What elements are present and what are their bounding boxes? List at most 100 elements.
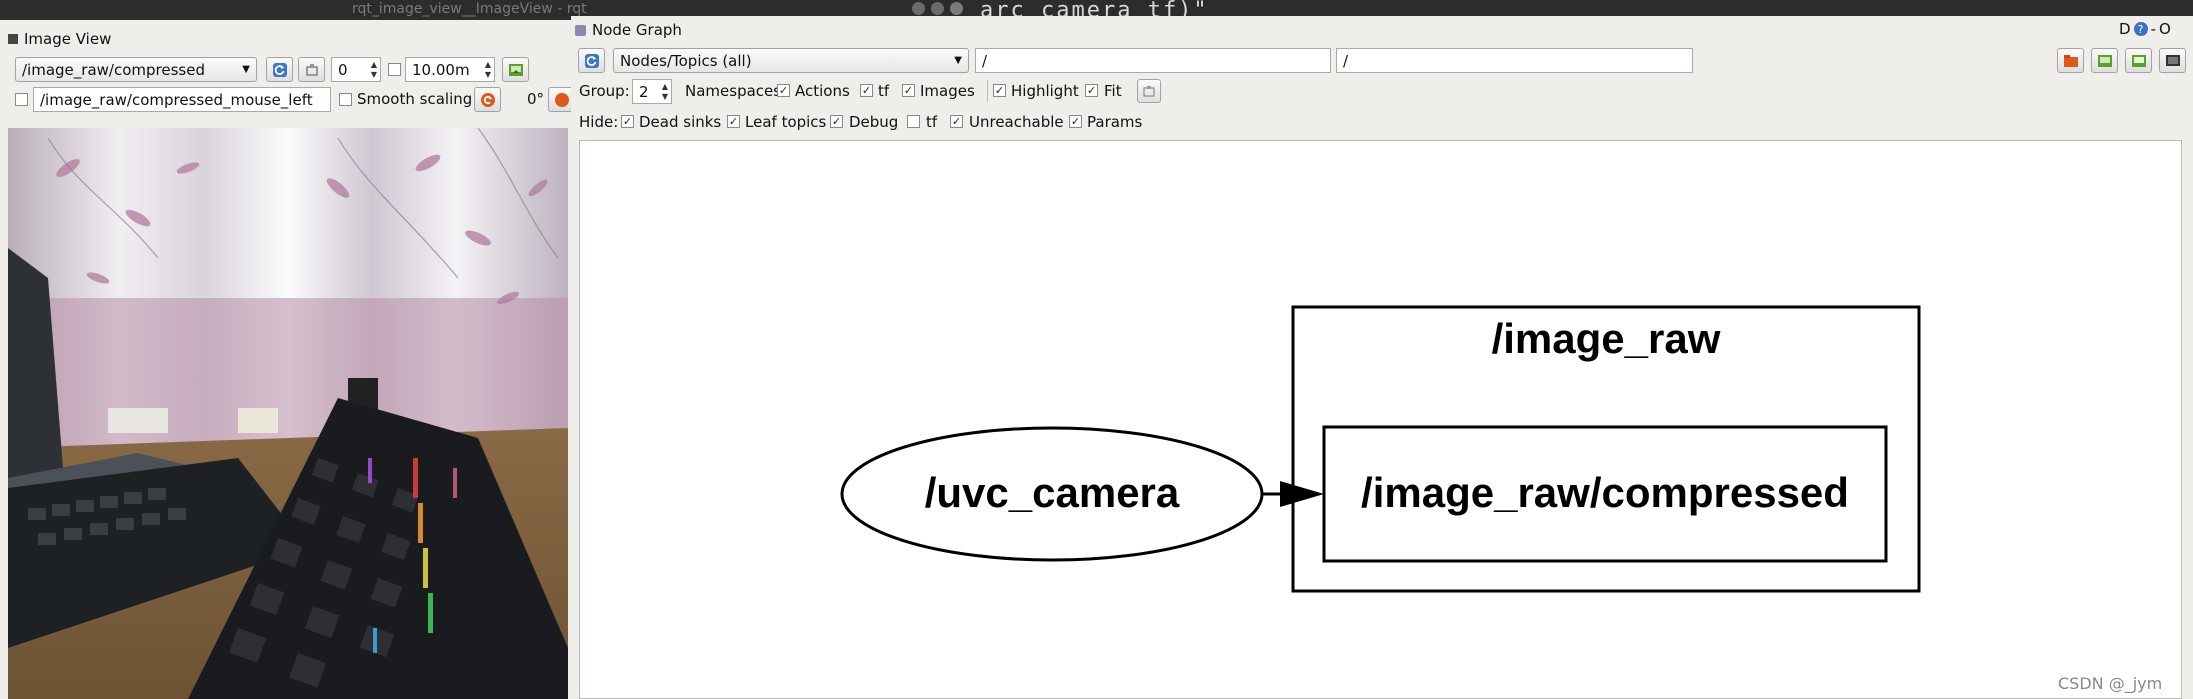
spin-arrows-icon[interactable]: ▲▼ bbox=[661, 81, 668, 101]
hide-tf-label: tf bbox=[926, 113, 938, 131]
refresh-topics-button[interactable] bbox=[266, 57, 293, 82]
node-graph-header: Node Graph bbox=[575, 21, 682, 39]
image-view-header: Image View bbox=[8, 30, 111, 48]
window-controls[interactable] bbox=[912, 2, 963, 15]
max-depth-checkbox[interactable] bbox=[388, 63, 401, 76]
actions-label: Actions bbox=[795, 82, 850, 100]
unreachable-label: Unreachable bbox=[969, 113, 1064, 131]
arrow-head-icon bbox=[1280, 481, 1324, 507]
rotation-label: 0° bbox=[527, 90, 545, 108]
actions-checkbox[interactable]: ✓ bbox=[777, 84, 790, 97]
help-icon[interactable]: ? bbox=[2133, 22, 2148, 36]
mouse-publish-checkbox[interactable] bbox=[15, 93, 28, 106]
zoom-button[interactable] bbox=[298, 57, 325, 82]
params-checkbox[interactable]: ✓ bbox=[1069, 115, 1082, 128]
uvc-camera-node-label: /uvc_camera bbox=[924, 469, 1180, 516]
topic-filter-value: / bbox=[1343, 51, 1349, 70]
node-graph-title: Node Graph bbox=[592, 21, 682, 39]
window-title: rqt_image_view__ImageView - rqt bbox=[352, 1, 587, 17]
load-dot-button[interactable] bbox=[2057, 48, 2084, 73]
group-label: Group: bbox=[579, 82, 630, 100]
dead-sinks-label: Dead sinks bbox=[639, 113, 722, 131]
spin-arrows-icon[interactable]: ▲▼ bbox=[370, 59, 377, 79]
save-dot-icon bbox=[2097, 54, 2112, 67]
highlight-checkbox[interactable]: ✓ bbox=[993, 84, 1006, 97]
zoom-icon bbox=[305, 63, 318, 76]
leaf-topics-label: Leaf topics bbox=[745, 113, 827, 131]
graph-canvas[interactable]: /uvc_camera /image_raw /image_raw/compre… bbox=[579, 140, 2182, 699]
screen-icon bbox=[2165, 54, 2180, 66]
smooth-scaling-checkbox[interactable] bbox=[339, 93, 352, 106]
min-depth-spinbox[interactable]: 0 ▲▼ bbox=[331, 57, 381, 82]
save-image-button[interactable] bbox=[2159, 48, 2186, 73]
refresh-icon bbox=[272, 62, 287, 77]
highlight-label: Highlight bbox=[1011, 82, 1079, 100]
save-dot-button[interactable] bbox=[2091, 48, 2118, 73]
watermark: CSDN @_jym bbox=[2058, 674, 2163, 693]
image-view-title: Image View bbox=[24, 30, 112, 48]
rotate-icon bbox=[480, 92, 495, 107]
hide-tf-checkbox[interactable] bbox=[907, 115, 920, 128]
topic-select-value: /image_raw/compressed bbox=[22, 60, 205, 79]
spin-arrows-icon[interactable]: ▲▼ bbox=[484, 59, 491, 79]
minimize-icon[interactable] bbox=[912, 2, 925, 15]
hide-label: Hide: bbox=[579, 113, 619, 131]
mouse-topic-input[interactable]: /image_raw/compressed_mouse_left bbox=[33, 87, 331, 112]
node-filter-value: / bbox=[982, 51, 988, 70]
tf-checkbox[interactable]: ✓ bbox=[860, 84, 873, 97]
dock-close-button[interactable]: O bbox=[2158, 20, 2171, 38]
unreachable-checkbox[interactable]: ✓ bbox=[950, 115, 963, 128]
fit-in-view-button[interactable] bbox=[1137, 79, 1161, 103]
max-depth-value: 10.00m bbox=[412, 60, 470, 79]
images-label: Images bbox=[920, 82, 975, 100]
fit-label: Fit bbox=[1104, 82, 1122, 100]
namespaces-label: Namespaces bbox=[685, 82, 782, 100]
graph-mode-value: Nodes/Topics (all) bbox=[620, 51, 752, 70]
namespace-label: /image_raw bbox=[1491, 315, 1721, 362]
dead-sinks-checkbox[interactable]: ✓ bbox=[621, 115, 634, 128]
panel-grip-icon bbox=[8, 34, 18, 44]
graph-mode-select[interactable]: Nodes/Topics (all) ▼ bbox=[613, 48, 969, 73]
camera-frame-illustration bbox=[8, 128, 568, 699]
rotate-button[interactable] bbox=[474, 87, 501, 112]
topic-node-label: /image_raw/compressed bbox=[1361, 469, 1849, 516]
group-value: 2 bbox=[639, 82, 649, 101]
refresh-icon bbox=[584, 53, 599, 68]
graph-edges bbox=[840, 305, 1921, 593]
max-depth-spinbox[interactable]: 10.00m ▲▼ bbox=[405, 57, 495, 82]
rotate-right-button[interactable] bbox=[548, 87, 575, 112]
min-depth-value: 0 bbox=[338, 60, 348, 79]
node-graph-panel: Node Graph D ? - O Nodes/Topics (all) ▼ … bbox=[571, 16, 2193, 699]
smooth-scaling-label: Smooth scaling bbox=[357, 90, 473, 108]
debug-checkbox[interactable]: ✓ bbox=[830, 115, 843, 128]
refresh-graph-button[interactable] bbox=[578, 48, 605, 73]
dock-d-button[interactable]: D bbox=[2119, 20, 2131, 38]
save-svg-button[interactable] bbox=[2125, 48, 2152, 73]
fit-in-view-icon bbox=[1143, 86, 1155, 97]
debug-label: Debug bbox=[849, 113, 899, 131]
camera-image bbox=[8, 128, 568, 699]
maximize-icon[interactable] bbox=[931, 2, 944, 15]
group-spinbox[interactable]: 2 ▲▼ bbox=[632, 79, 672, 104]
image-view-panel: Image View /image_raw/compressed ▼ 0 ▲▼ … bbox=[0, 20, 575, 699]
save-image-icon bbox=[508, 63, 523, 76]
images-checkbox[interactable]: ✓ bbox=[902, 84, 915, 97]
dock-minimize-button[interactable]: - bbox=[2150, 20, 2156, 38]
image-raw-namespace-box[interactable] bbox=[1291, 305, 1921, 593]
fit-checkbox[interactable]: ✓ bbox=[1085, 84, 1098, 97]
leaf-topics-checkbox[interactable]: ✓ bbox=[727, 115, 740, 128]
node-filter-input[interactable]: / bbox=[975, 48, 1331, 73]
save-image-button[interactable] bbox=[502, 57, 529, 82]
tf-label: tf bbox=[878, 82, 890, 100]
topic-filter-input[interactable]: / bbox=[1336, 48, 1693, 73]
close-icon[interactable] bbox=[950, 2, 963, 15]
save-svg-icon bbox=[2131, 54, 2146, 67]
node-graph-plugin-icon bbox=[575, 24, 586, 36]
mouse-topic-value: /image_raw/compressed_mouse_left bbox=[40, 90, 313, 109]
toolbar-separator bbox=[987, 80, 988, 102]
rotate-right-icon bbox=[554, 92, 569, 107]
topic-select[interactable]: /image_raw/compressed ▼ bbox=[15, 57, 257, 82]
dock-corner-buttons[interactable]: D ? - O bbox=[2119, 20, 2171, 38]
folder-icon bbox=[2063, 54, 2078, 67]
chevron-down-icon: ▼ bbox=[242, 64, 250, 75]
